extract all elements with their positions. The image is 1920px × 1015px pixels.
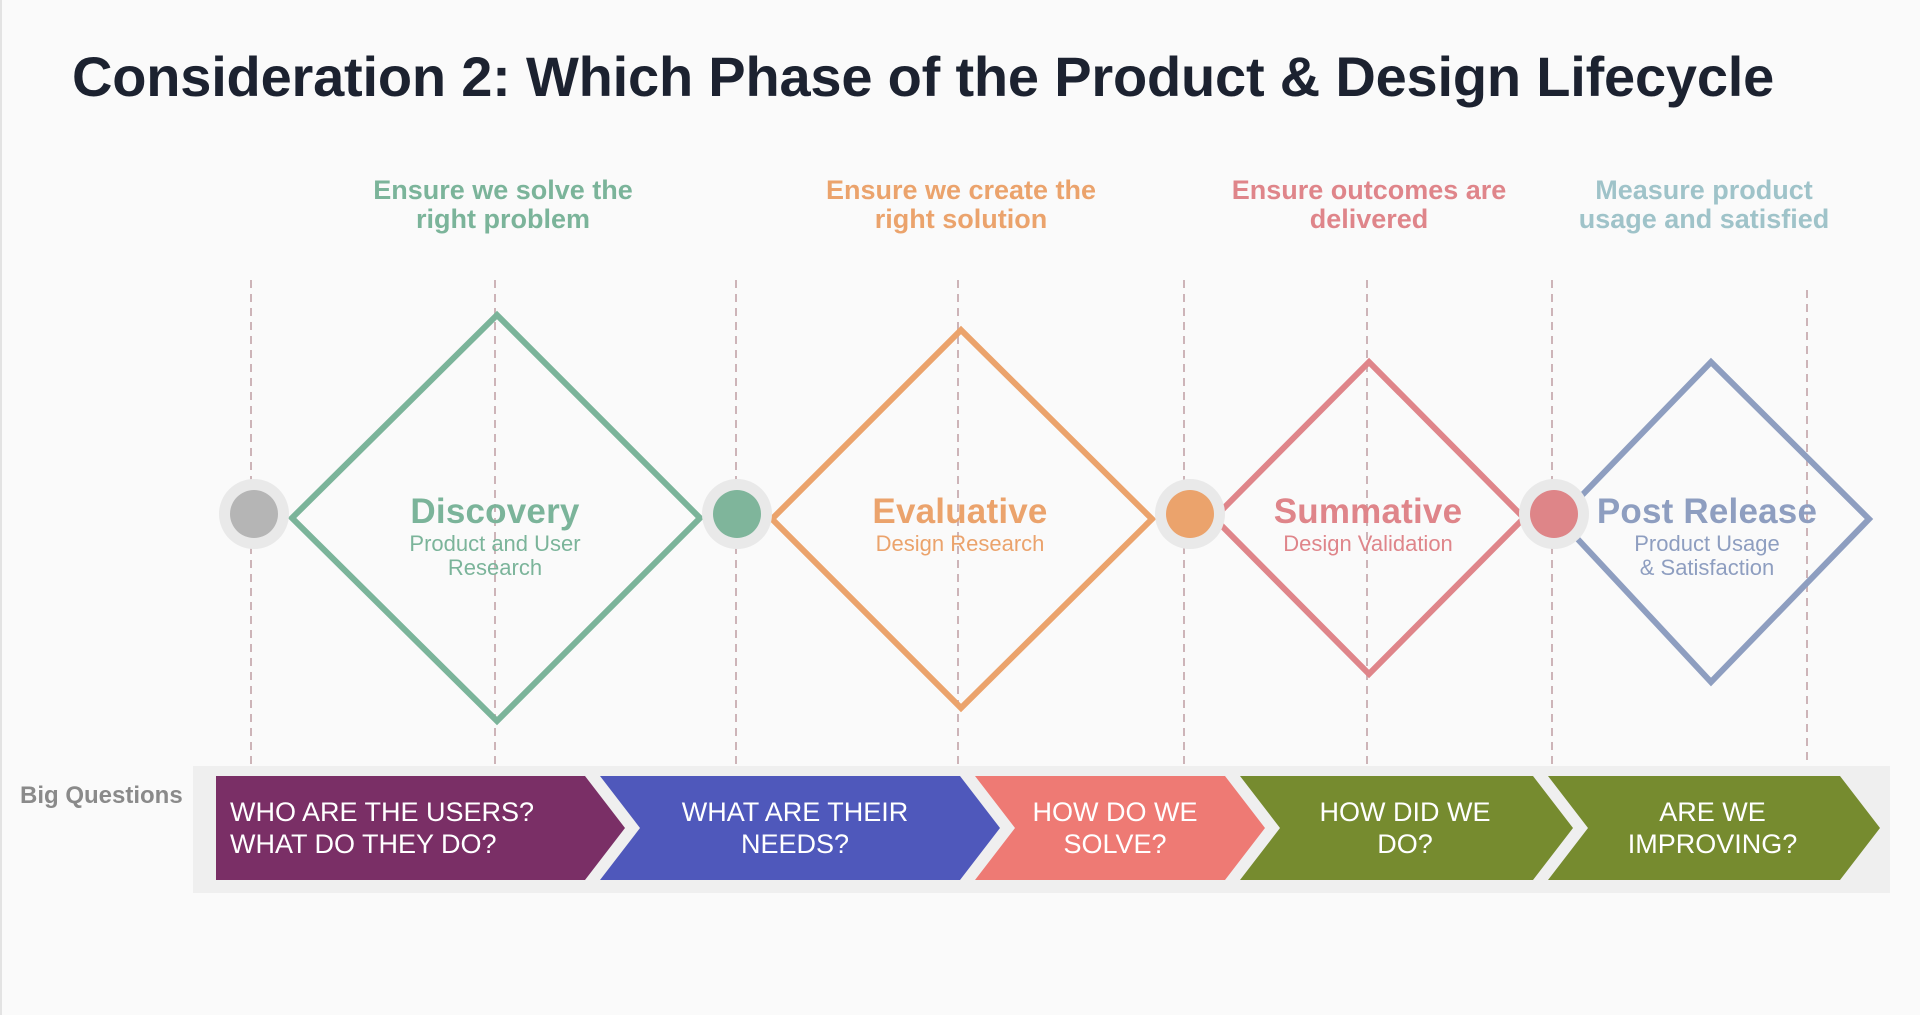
phase-post-release: Post Release Product Usage & Satisfactio… bbox=[1577, 492, 1837, 580]
big-questions-label: Big Questions bbox=[20, 782, 183, 809]
question-who-are-users: WHO ARE THE USERS? WHAT DO THEY DO? bbox=[230, 795, 560, 861]
phase-subtitle: Product and User bbox=[409, 531, 581, 556]
question-line: WHAT DO THEY DO? bbox=[230, 829, 497, 859]
diamond-post-release bbox=[1554, 357, 1874, 687]
phase-summative: Summative Design Validation bbox=[1238, 492, 1498, 556]
question-line: HOW DO WE bbox=[1032, 797, 1198, 827]
question-line: HOW DID WE bbox=[1319, 797, 1491, 827]
question-chevron bbox=[975, 776, 1265, 880]
phase-name: Post Release bbox=[1596, 492, 1818, 531]
phase-subtitle: Design Validation bbox=[1283, 531, 1453, 556]
phase-discovery: Discovery Product and User Research bbox=[365, 492, 625, 580]
diamond-summative bbox=[1209, 357, 1529, 679]
diamond-discovery bbox=[287, 310, 705, 726]
phase-subtitle: & Satisfaction bbox=[1639, 555, 1775, 580]
question-line: ARE WE bbox=[1659, 797, 1766, 827]
goal-line: Ensure we create the bbox=[825, 175, 1097, 205]
question-line: IMPROVING? bbox=[1627, 829, 1798, 859]
question-line: NEEDS? bbox=[740, 829, 850, 859]
phase-node bbox=[219, 479, 289, 549]
phase-node bbox=[702, 479, 772, 549]
question-line: WHAT ARE THEIR bbox=[681, 797, 909, 827]
question-chevron bbox=[600, 776, 1000, 880]
goal-line: usage and satisfied bbox=[1578, 204, 1830, 234]
goal-summative: Ensure outcomes are delivered bbox=[1199, 176, 1539, 234]
question-line: DO? bbox=[1377, 829, 1433, 859]
goal-discovery: Ensure we solve the right problem bbox=[333, 176, 673, 234]
question-how-solve: HOW DO WE SOLVE? bbox=[1005, 795, 1225, 861]
question-chevron bbox=[1240, 776, 1573, 880]
phase-evaluative: Evaluative Design Research bbox=[830, 492, 1090, 556]
goal-line: Ensure we solve the bbox=[373, 175, 633, 205]
goal-evaluative: Ensure we create the right solution bbox=[791, 176, 1131, 234]
question-line: SOLVE? bbox=[1063, 829, 1167, 859]
question-chevron bbox=[216, 776, 625, 880]
diamond-evaluative bbox=[767, 325, 1157, 713]
question-line: WHO ARE THE USERS? bbox=[230, 797, 535, 827]
question-chevron bbox=[1548, 776, 1880, 880]
goal-line: Measure product bbox=[1595, 175, 1813, 205]
goal-line: delivered bbox=[1309, 204, 1429, 234]
goal-line: Ensure outcomes are bbox=[1231, 175, 1507, 205]
phase-subtitle: Research bbox=[447, 555, 543, 580]
phase-subtitle: Product Usage bbox=[1634, 531, 1780, 556]
phase-node bbox=[1155, 479, 1225, 549]
slide-edge bbox=[0, 0, 2, 1015]
question-needs: WHAT ARE THEIR NEEDS? bbox=[640, 795, 950, 861]
phase-node bbox=[1519, 479, 1589, 549]
phase-name: Evaluative bbox=[872, 492, 1048, 531]
goal-post-release: Measure product usage and satisfied bbox=[1534, 176, 1874, 234]
phase-name: Summative bbox=[1273, 492, 1463, 531]
question-are-we-improving: ARE WE IMPROVING? bbox=[1585, 795, 1840, 861]
goal-line: right problem bbox=[416, 204, 590, 234]
goal-line: right solution bbox=[874, 204, 1048, 234]
phase-subtitle: Design Research bbox=[875, 531, 1045, 556]
phase-name: Discovery bbox=[410, 492, 580, 531]
page-title: Consideration 2: Which Phase of the Prod… bbox=[72, 45, 1775, 108]
question-how-did-we-do: HOW DID WE DO? bbox=[1275, 795, 1535, 861]
